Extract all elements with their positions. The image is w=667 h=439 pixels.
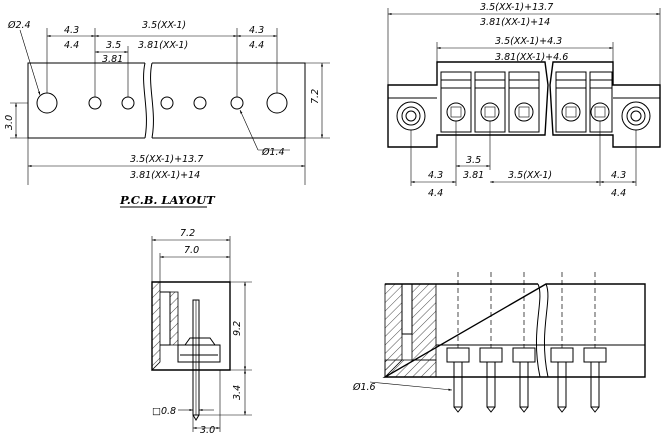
pitch-end-right-top-label: 4.3 <box>249 25 264 36</box>
side-pin-offset-label: 3.0 <box>200 425 215 436</box>
front-overall-top-label: 3.5(XX-1)+13.7 <box>480 2 553 13</box>
front-view: 3.5(XX-1)+13.7 3.81(XX-1)+14 3.5(XX-1)+4… <box>387 2 661 199</box>
side-height-label: 9.2 <box>232 321 243 336</box>
front-dimension-lines <box>388 12 660 184</box>
total-pitch-top-label: 3.5(XX-1) <box>142 20 186 31</box>
section-pins <box>446 347 607 413</box>
front-pitch-top-label: 3.5 <box>466 155 481 166</box>
hole-dia-large-label: Ø2.4 <box>7 20 31 31</box>
side-width-inner-label: 7.0 <box>184 245 199 256</box>
front-inner-bottom-label: 3.81(XX-1)+4.6 <box>495 52 568 63</box>
pcb-layout-title: P.C.B. LAYOUT <box>119 193 216 207</box>
front-right-bottom-label: 4.4 <box>611 188 626 199</box>
pcb-holes <box>36 92 288 114</box>
front-flange-holes <box>396 101 651 131</box>
height-label: 7.2 <box>310 89 321 104</box>
pcb-layout-view: Ø2.4 4.3 4.4 3.5(XX-1) 3.81(XX-1) 3.5 3.… <box>4 20 330 185</box>
front-terminals <box>440 71 613 133</box>
pitch-top-label: 3.5 <box>106 40 121 51</box>
front-inner-top-label: 3.5(XX-1)+4.3 <box>495 36 562 47</box>
side-pin-length-label: 3.4 <box>232 385 243 400</box>
total-pitch-bottom-label: 3.81(XX-1) <box>138 40 188 51</box>
pitch-end-left-bottom-label: 4.4 <box>64 40 79 51</box>
section-pin-dia-label: Ø1.6 <box>352 382 376 393</box>
pitch-end-left-top-label: 4.3 <box>64 25 79 36</box>
side-view: 7.2 7.0 9.2 3.4 □0.8 3.0 <box>151 228 252 436</box>
front-overall-bottom-label: 3.81(XX-1)+14 <box>480 17 550 28</box>
overall-top-label: 3.5(XX-1)+13.7 <box>130 154 203 165</box>
section-view: Ø1.6 <box>352 272 646 413</box>
side-width-outer-label: 7.2 <box>180 228 195 239</box>
front-left-bottom-label: 4.4 <box>428 188 443 199</box>
offset-label: 3.0 <box>4 115 15 130</box>
front-right-top-label: 4.3 <box>611 170 626 181</box>
pcb-extension-lines <box>10 28 330 185</box>
front-pitch-bottom-label: 3.81 <box>463 170 484 181</box>
pcb-dimension-lines <box>14 29 324 168</box>
pitch-bottom-label: 3.81 <box>102 54 123 65</box>
pitch-end-right-bottom-label: 4.4 <box>249 40 264 51</box>
hole-dia-small-label: Ø1.4 <box>261 147 285 158</box>
side-pin-size-label: □0.8 <box>152 406 176 417</box>
overall-bottom-label: 3.81(XX-1)+14 <box>130 170 200 181</box>
front-left-top-label: 4.3 <box>428 170 443 181</box>
front-span-label: 3.5(XX-1) <box>508 170 552 181</box>
front-extension-lines <box>387 8 661 186</box>
pcb-outline <box>27 62 306 139</box>
